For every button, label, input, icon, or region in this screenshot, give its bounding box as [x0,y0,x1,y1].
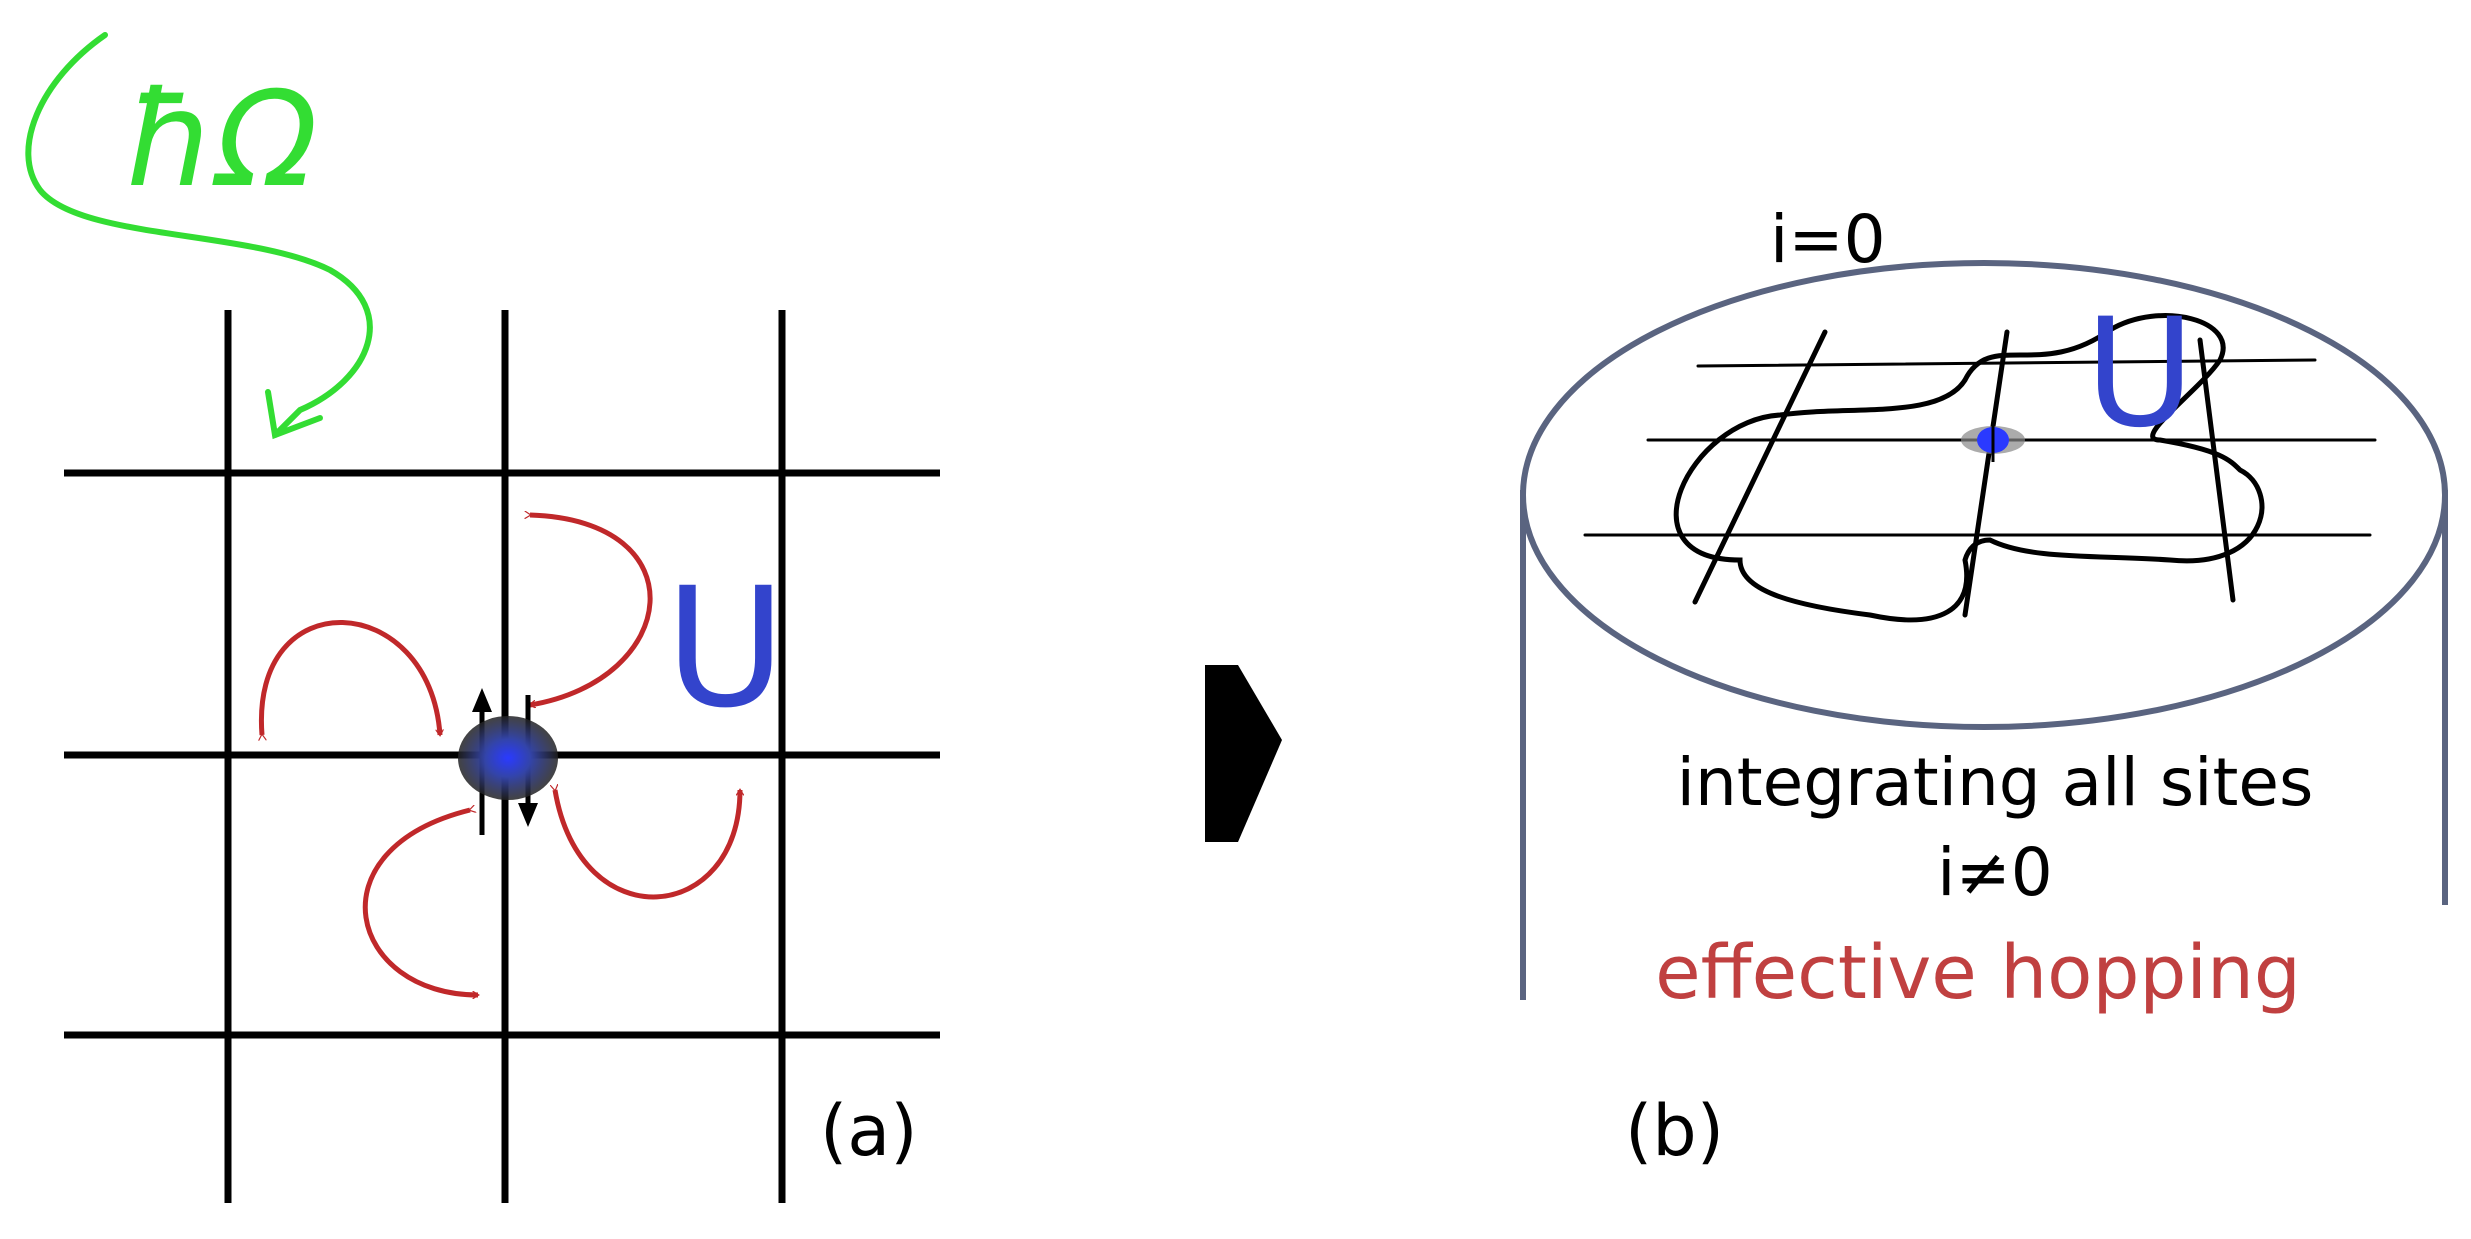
atom-icon [458,716,558,800]
hopping-arrow-bottom-right [555,790,740,900]
distorted-lattice [1583,313,2377,623]
hopping-arrow-bottom-left [362,810,478,995]
interaction-label-b: U [2085,287,2195,461]
interaction-label-a: U [665,552,786,744]
drive-field-arrow [25,32,373,440]
panel-b-label: (b) [1625,1090,1724,1172]
hopping-arrow-left [261,620,440,735]
panel-a-label: (a) [820,1090,918,1172]
bath-cylinder [1520,260,2448,1000]
field-energy-label: ħΩ [125,63,318,217]
hopping-arrow-top-right [530,515,653,705]
panel-a: ħΩ U (a) [25,32,940,1203]
atom-with-spin [458,688,558,835]
transition-arrow-icon [1205,665,1282,842]
hopping-arrows [261,515,740,995]
caption-line-1: integrating all sites [1677,744,2314,821]
atom-small [1961,420,2025,462]
caption-line-2: i≠0 [1937,834,2053,911]
effective-hopping-label: effective hopping [1655,930,2301,1016]
panel-b: i=0 U integrating all sites i≠0 effe [1520,201,2448,1172]
site-label: i=0 [1770,201,1886,278]
